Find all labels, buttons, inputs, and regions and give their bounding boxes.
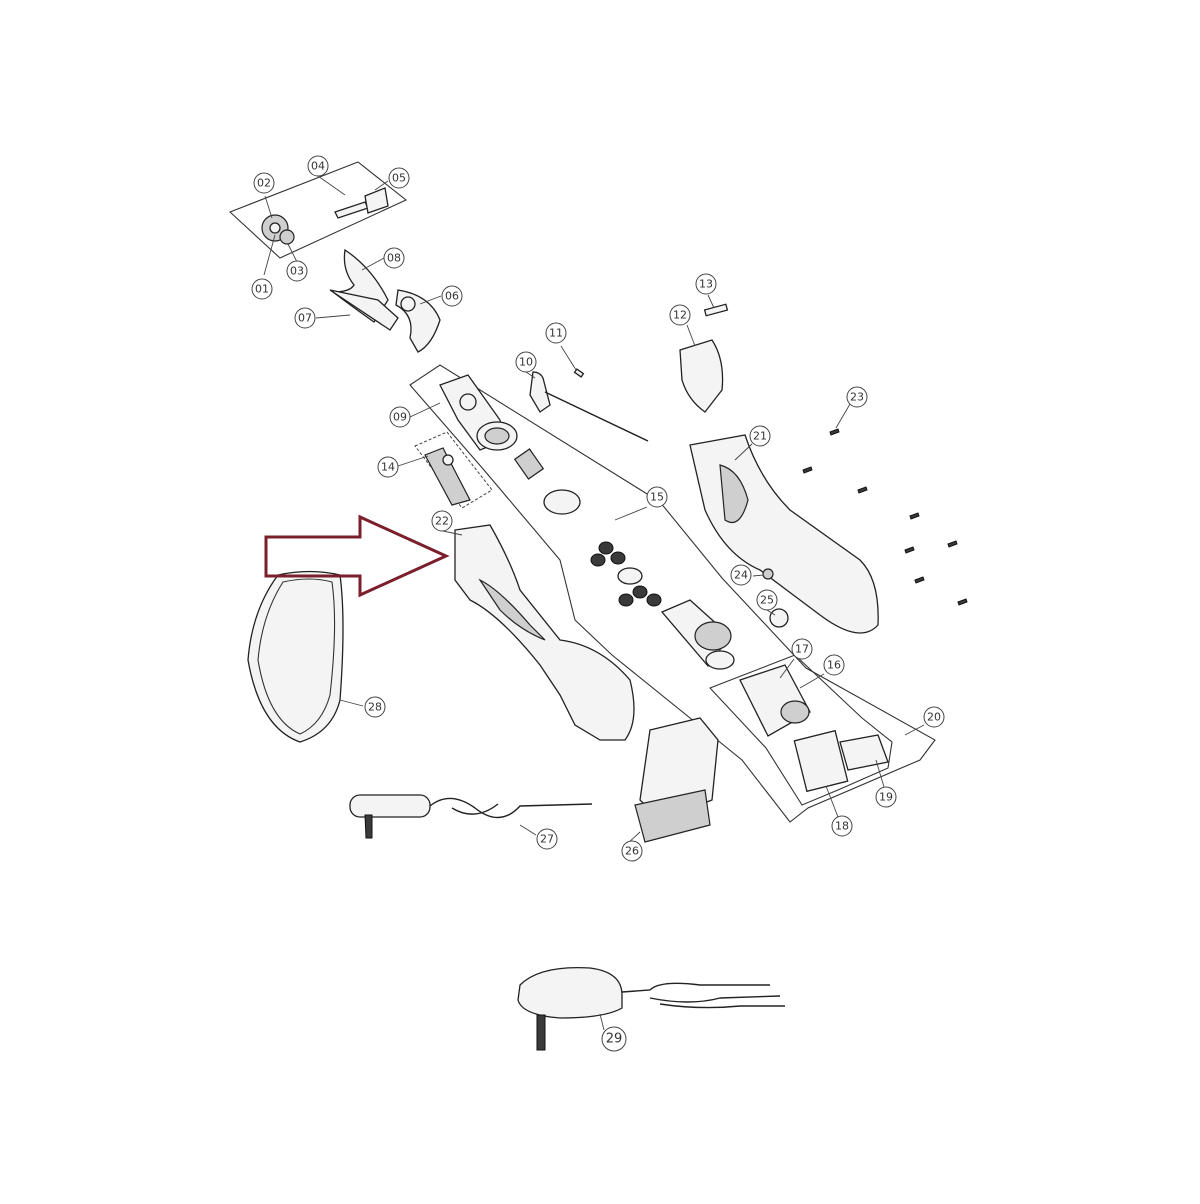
callout-16: 16 bbox=[823, 654, 845, 676]
callout-16-label: 16 bbox=[827, 659, 841, 672]
callout-22: 22 bbox=[431, 510, 453, 532]
left-housing bbox=[454, 524, 635, 741]
right-housing bbox=[689, 434, 879, 634]
callout-22-label: 22 bbox=[435, 515, 449, 528]
gear-assembly bbox=[228, 161, 408, 259]
callout-05-label: 05 bbox=[392, 172, 406, 185]
callout-12-label: 12 bbox=[673, 309, 687, 322]
callout-23-label: 23 bbox=[850, 391, 864, 404]
callout-10: 10 bbox=[515, 351, 537, 373]
callout-28-label: 28 bbox=[368, 701, 382, 714]
callout-26-label: 26 bbox=[625, 845, 639, 858]
callout-24: 24 bbox=[730, 564, 752, 586]
callout-14-label: 14 bbox=[381, 461, 395, 474]
callout-02: 02 bbox=[253, 172, 275, 194]
callout-29-label: 29 bbox=[606, 1032, 623, 1047]
callout-03: 03 bbox=[286, 260, 308, 282]
planetary-gear-stack bbox=[513, 448, 662, 607]
callout-28: 28 bbox=[364, 696, 386, 718]
callout-19-label: 19 bbox=[879, 791, 893, 804]
pinion-part bbox=[279, 229, 295, 245]
blade-lock-cover bbox=[679, 303, 729, 413]
callout-23: 23 bbox=[846, 386, 868, 408]
callout-09: 09 bbox=[389, 406, 411, 428]
callout-06: 06 bbox=[441, 285, 463, 307]
callout-04: 04 bbox=[307, 155, 329, 177]
callout-11-label: 11 bbox=[549, 327, 563, 340]
callout-01-label: 01 bbox=[255, 283, 269, 296]
lower-blade bbox=[329, 289, 399, 331]
callout-15-label: 15 bbox=[650, 491, 664, 504]
flange-part bbox=[364, 187, 389, 214]
callout-18-label: 18 bbox=[835, 820, 849, 833]
motor-shell bbox=[660, 599, 735, 670]
internal-assembly-frame bbox=[409, 364, 936, 823]
battery-pack bbox=[634, 717, 719, 843]
callout-12: 12 bbox=[669, 304, 691, 326]
callout-26: 26 bbox=[621, 840, 643, 862]
gear-head-housing bbox=[439, 374, 518, 451]
charger-27 bbox=[349, 794, 593, 839]
motor-subframe bbox=[709, 654, 893, 806]
callout-20: 20 bbox=[923, 706, 945, 728]
callout-21: 21 bbox=[749, 425, 771, 447]
callout-25-label: 25 bbox=[760, 594, 774, 607]
callout-07: 07 bbox=[294, 307, 316, 329]
callout-27-label: 27 bbox=[540, 833, 554, 846]
callout-27: 27 bbox=[536, 828, 558, 850]
callouts: 01 02 03 04 05 06 07 08 09 10 11 12 13 1… bbox=[251, 155, 945, 1052]
housing-screws bbox=[802, 428, 968, 606]
latch-part bbox=[424, 447, 471, 506]
knob-part bbox=[769, 608, 789, 628]
blade-assembly bbox=[329, 248, 441, 353]
blade-pivot bbox=[400, 296, 416, 312]
nut-part bbox=[762, 568, 774, 580]
charger-29 bbox=[517, 966, 785, 1051]
holster bbox=[247, 570, 344, 743]
callout-24-label: 24 bbox=[734, 569, 748, 582]
callout-14: 14 bbox=[377, 456, 399, 478]
callout-08-label: 08 bbox=[387, 252, 401, 265]
highlight-arrow bbox=[264, 514, 450, 598]
callout-20-label: 20 bbox=[927, 711, 941, 724]
callout-19: 19 bbox=[875, 786, 897, 808]
callout-04-label: 04 bbox=[311, 160, 325, 173]
callout-13: 13 bbox=[695, 273, 717, 295]
callout-11: 11 bbox=[545, 322, 567, 344]
callout-leader-lines bbox=[263, 175, 925, 1031]
motor-part bbox=[739, 664, 811, 737]
callout-05: 05 bbox=[388, 167, 410, 189]
callout-02-label: 02 bbox=[257, 177, 271, 190]
callout-03-label: 03 bbox=[290, 265, 304, 278]
callout-21-label: 21 bbox=[753, 430, 767, 443]
callout-01: 01 bbox=[251, 278, 273, 300]
callout-17: 17 bbox=[791, 638, 813, 660]
callout-29: 29 bbox=[601, 1026, 627, 1052]
callout-13-label: 13 bbox=[699, 278, 713, 291]
trigger-part bbox=[529, 368, 649, 442]
callout-07-label: 07 bbox=[298, 312, 312, 325]
circuit-board bbox=[793, 729, 889, 793]
callout-08: 08 bbox=[383, 247, 405, 269]
callout-10-label: 10 bbox=[519, 356, 533, 369]
callout-15: 15 bbox=[646, 486, 668, 508]
shaft-part bbox=[334, 201, 369, 219]
callout-17-label: 17 bbox=[795, 643, 809, 656]
gear-assembly-frame bbox=[228, 161, 408, 259]
gear-hub bbox=[269, 222, 281, 234]
callout-06-label: 06 bbox=[445, 290, 459, 303]
callout-25: 25 bbox=[756, 589, 778, 611]
callout-18: 18 bbox=[831, 815, 853, 837]
callout-09-label: 09 bbox=[393, 411, 407, 424]
